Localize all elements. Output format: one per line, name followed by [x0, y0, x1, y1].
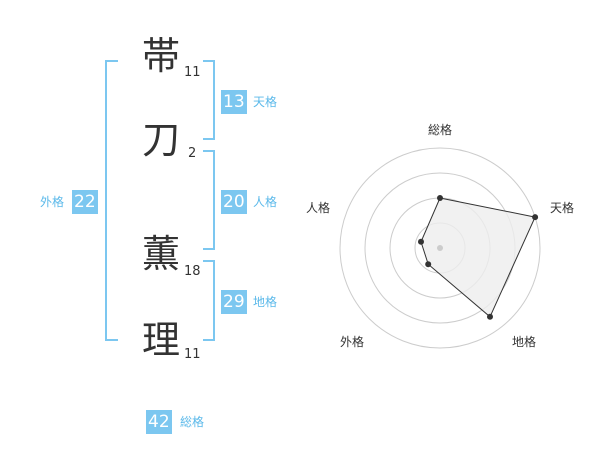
- tenkaku-value-badge: 13: [221, 90, 247, 114]
- stroke-count-1: 11: [184, 65, 201, 80]
- soukaku-label: 総格: [180, 415, 205, 429]
- fortune-radar-chart: 総格 天格 地格 外格 人格: [306, 122, 574, 349]
- chikaku-bracket: [203, 260, 215, 341]
- soukaku-value-badge: 42: [146, 410, 172, 434]
- gaikaku-label: 外格: [40, 195, 65, 209]
- radar-point-3: [425, 261, 432, 268]
- jinkaku-bracket: [203, 150, 215, 250]
- radar-label-soukaku: 総格: [428, 122, 452, 137]
- gaikaku-bracket: [105, 60, 118, 341]
- radar-label-gaikaku: 外格: [340, 334, 364, 349]
- name-char-1: 帯: [142, 34, 181, 78]
- stroke-count-2: 2: [188, 146, 197, 161]
- radar-label-chikaku: 地格: [512, 334, 536, 349]
- chikaku-label: 地格: [253, 295, 278, 309]
- radar-label-tenkaku: 天格: [550, 200, 574, 215]
- name-char-4: 理: [142, 318, 181, 362]
- name-char-2: 刀: [142, 118, 181, 162]
- gaikaku-value-badge: 22: [72, 190, 98, 214]
- radar-point-0: [437, 195, 443, 201]
- jinkaku-label: 人格: [253, 195, 278, 209]
- radar-point-1: [532, 214, 539, 221]
- radar-point-2: [487, 313, 493, 320]
- radar-point-4: [418, 238, 424, 245]
- jinkaku-value-badge: 20: [221, 190, 247, 214]
- radar-center-dot: [437, 245, 443, 251]
- tenkaku-bracket: [203, 60, 215, 140]
- radar-ring: [339, 147, 541, 349]
- radar-label-jinkaku: 人格: [306, 200, 330, 215]
- radar-value-polygon: [420, 197, 536, 318]
- chikaku-value-badge: 29: [221, 290, 247, 314]
- radar-points: [418, 195, 539, 320]
- name-char-3: 薫: [142, 232, 181, 276]
- stroke-count-4: 11: [184, 347, 201, 362]
- stroke-count-3: 18: [184, 264, 201, 279]
- tenkaku-label: 天格: [253, 95, 278, 109]
